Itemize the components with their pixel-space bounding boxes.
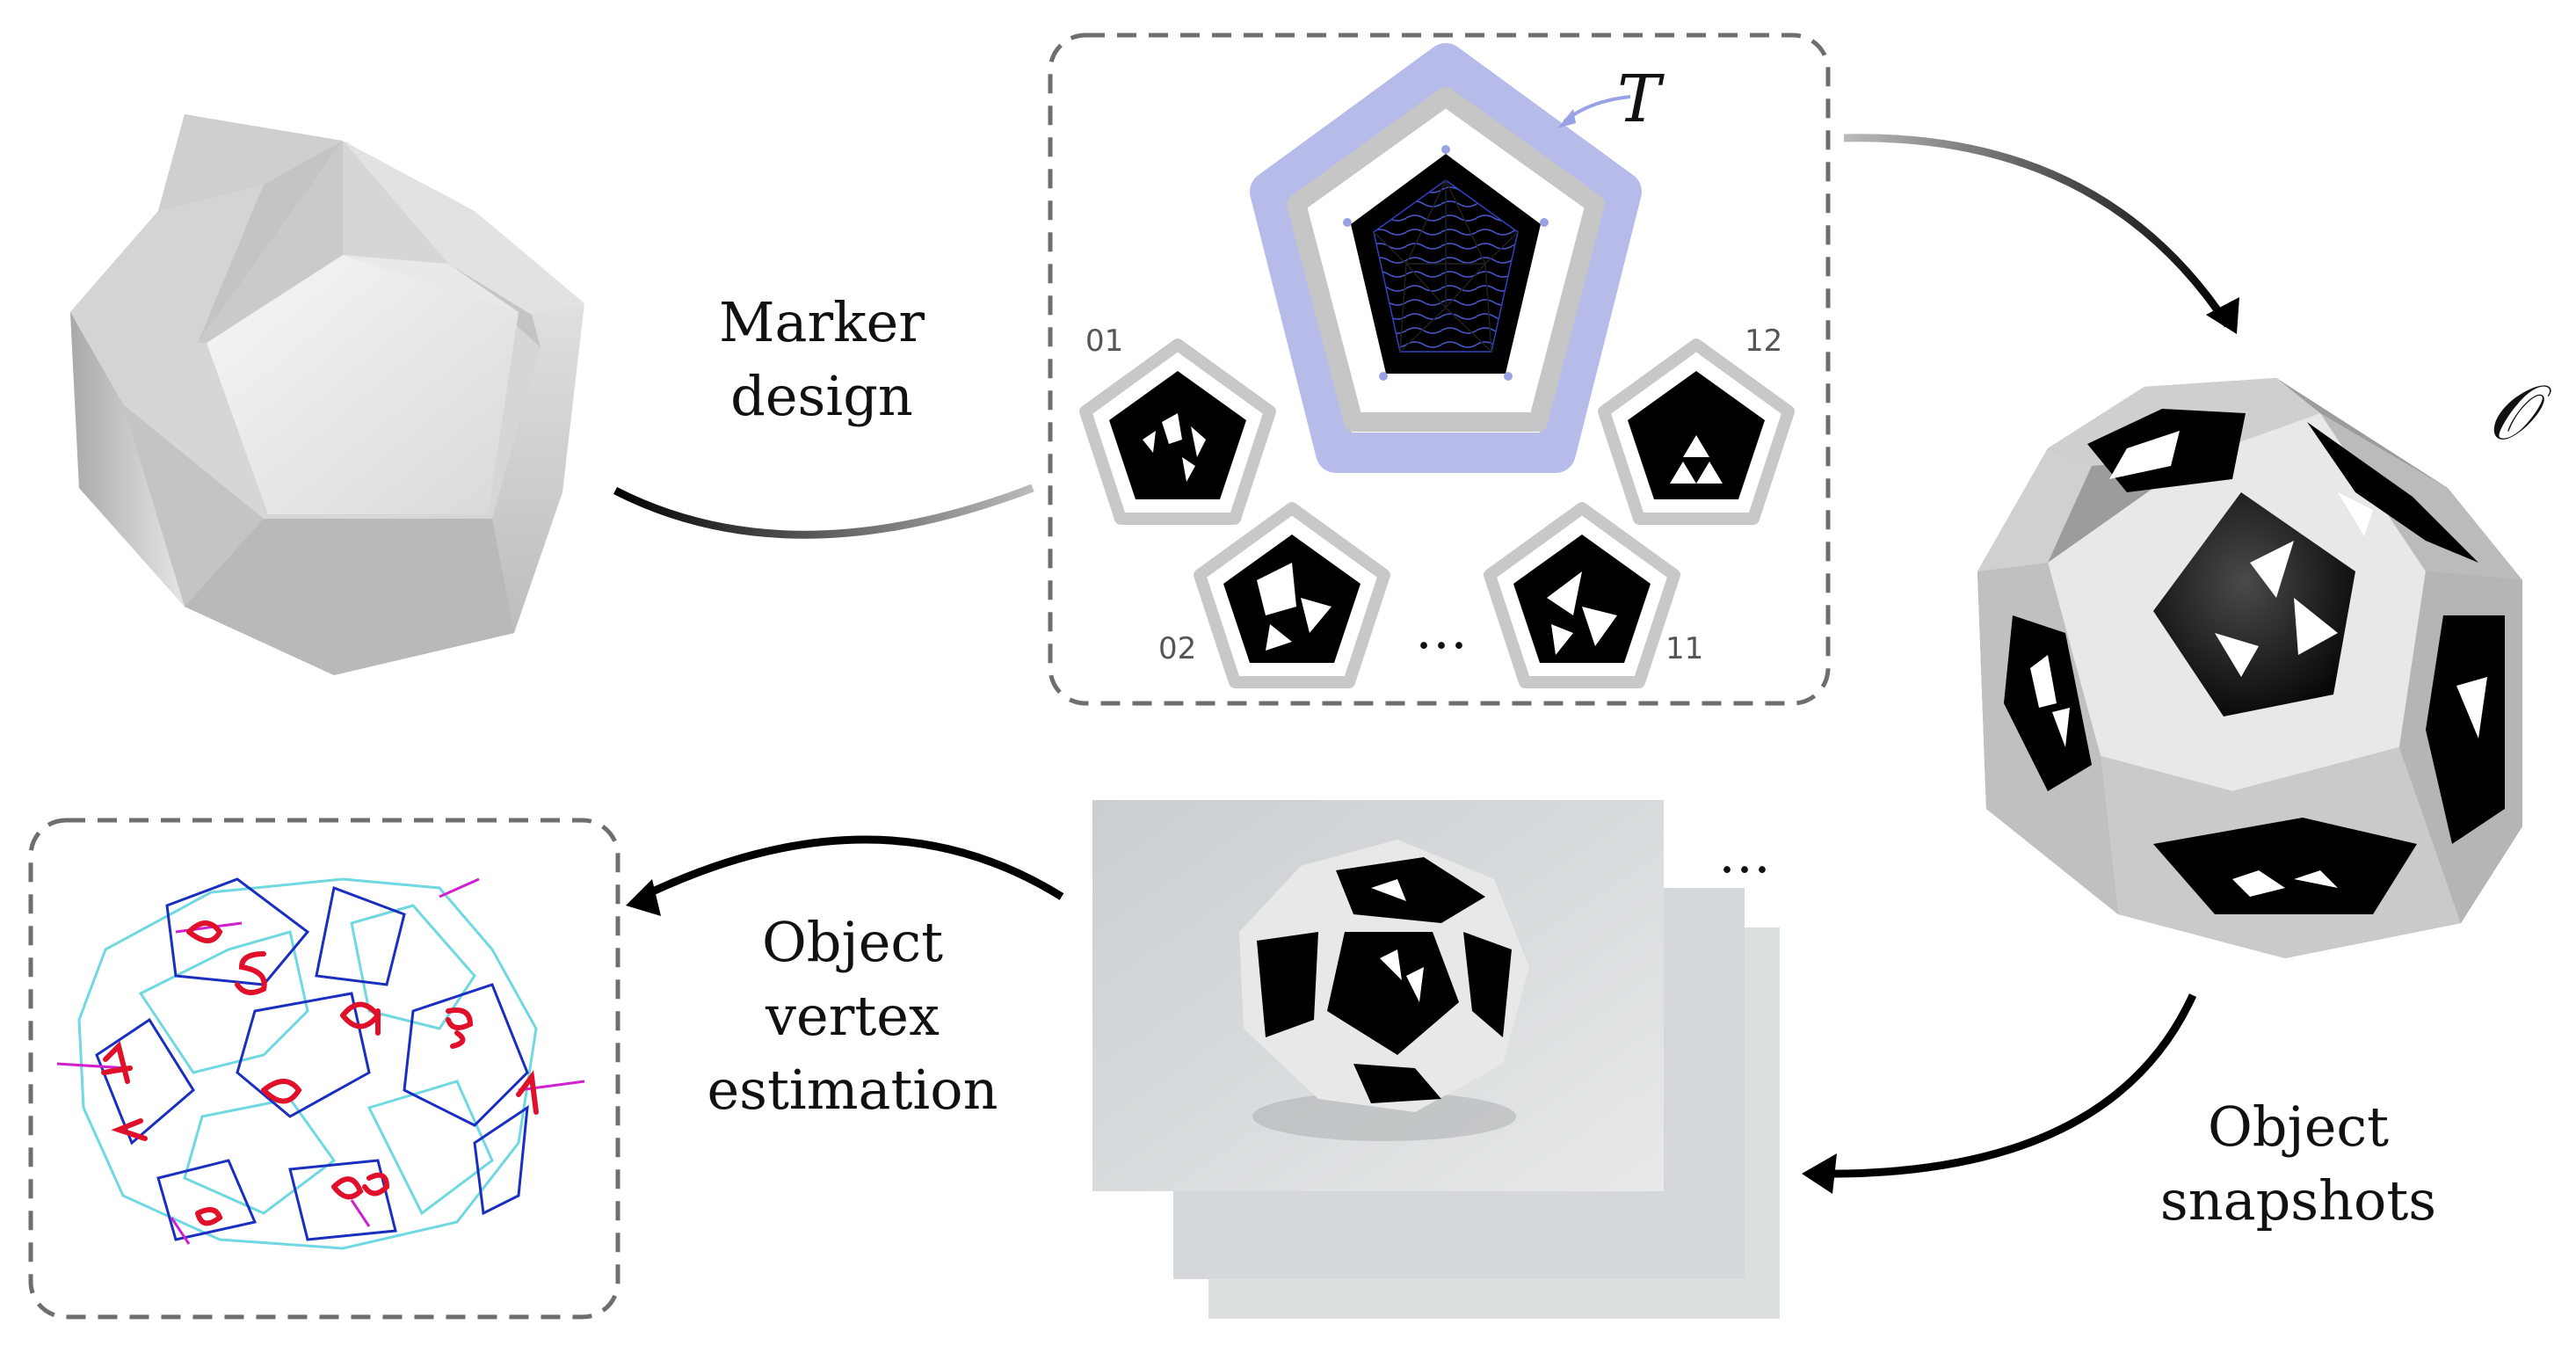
object-snapshots-line-1: Object [2207,1095,2390,1159]
marker-11 [1484,502,1680,688]
vertex-estimation-label: Object vertex estimation [677,906,1028,1127]
textured-dodecahedron [1977,378,2522,958]
marker-id-12: 12 [1745,324,1783,359]
snapshot-ellipsis: … [1718,824,1771,885]
marker-design-line-2: design [730,364,913,428]
marker-design-line-1: Marker [719,290,925,354]
vertex-estimation-line-1: Object [761,910,944,974]
marker-design-label: Marker design [707,286,936,433]
wireframe-estimate [56,877,585,1250]
connector-design [613,484,1034,539]
marker-02 [1194,502,1390,688]
arrow-to-object [1843,134,2231,328]
template-symbol: T [1617,62,1661,137]
vertex-estimation-line-3: estimation [707,1058,998,1122]
template-marker [1250,43,1642,473]
arrow-to-estimation [640,835,1064,901]
marker-id-02: 02 [1158,631,1197,666]
marker-ellipsis: … [1415,600,1468,661]
arrow-to-snapshots [1814,993,2197,1178]
marker-12 [1598,338,1795,525]
object-snapshots-line-2: snapshots [2159,1168,2437,1233]
marker-01 [1079,338,1276,525]
plain-dodecahedron [70,114,584,675]
object-snapshots-label: Object snapshots [2144,1090,2452,1238]
marker-id-01: 01 [1085,324,1124,359]
object-symbol: 𝒪 [2487,369,2536,457]
marker-id-11: 11 [1665,631,1704,666]
estimation-frame [28,818,620,1320]
marker-design-frame [1048,33,1831,706]
snapshot-stack [1092,800,1780,1319]
vertex-estimation-line-2: vertex [766,984,940,1048]
